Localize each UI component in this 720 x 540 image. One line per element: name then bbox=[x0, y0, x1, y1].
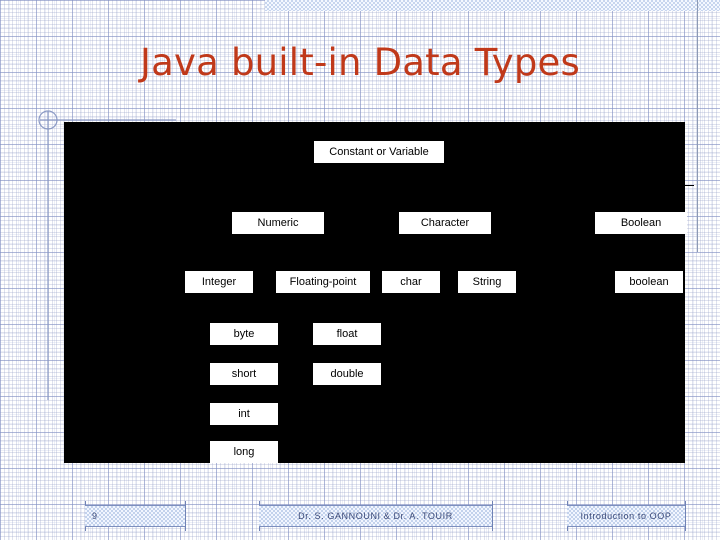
data-types-diagram: Constant or Variable Numeric Character B… bbox=[64, 122, 694, 463]
node-label: short bbox=[231, 368, 257, 380]
node-short: short bbox=[210, 363, 278, 385]
course-text: Introduction to OOP bbox=[580, 511, 672, 521]
node-label: byte bbox=[233, 328, 255, 340]
page-number-text: 9 bbox=[92, 511, 98, 521]
node-integer: Integer bbox=[185, 271, 253, 293]
page-title: Java built-in Data Types bbox=[140, 40, 580, 84]
connector-character-up bbox=[381, 185, 382, 212]
node-constant-or-variable: Constant or Variable bbox=[314, 141, 444, 163]
right-vertical-rule bbox=[697, 0, 698, 252]
node-boolean-primitive: boolean bbox=[615, 271, 683, 293]
node-double: double bbox=[313, 363, 381, 385]
node-label: double bbox=[330, 368, 364, 380]
node-float: float bbox=[313, 323, 381, 345]
node-label: Integer bbox=[201, 276, 237, 288]
authors-text: Dr. S. GANNOUNI & Dr. A. TOUIR bbox=[298, 511, 453, 521]
node-label: Floating-point bbox=[289, 276, 357, 288]
connector-numeric-down bbox=[214, 234, 215, 252]
footer-tick bbox=[185, 501, 186, 531]
footer-tick bbox=[685, 501, 686, 531]
node-boolean-category: Boolean bbox=[595, 212, 687, 234]
node-byte: byte bbox=[210, 323, 278, 345]
node-label: char bbox=[400, 276, 422, 288]
node-floating-point: Floating-point bbox=[276, 271, 370, 293]
footer-page-number: 9 bbox=[85, 505, 185, 527]
node-label: Numeric bbox=[257, 217, 299, 229]
node-int: int bbox=[210, 403, 278, 425]
footer-course: Introduction to OOP bbox=[567, 505, 685, 527]
footer-tick bbox=[492, 501, 493, 531]
node-label: float bbox=[336, 328, 358, 340]
node-label: boolean bbox=[629, 276, 669, 288]
connector-boolean-up bbox=[659, 185, 660, 212]
node-label: long bbox=[233, 446, 255, 458]
connector-numeric-bus bbox=[154, 252, 334, 253]
node-label: String bbox=[472, 276, 502, 288]
top-decorative-band bbox=[265, 0, 720, 11]
node-label: Character bbox=[420, 217, 470, 229]
node-character: Character bbox=[399, 212, 491, 234]
connector-numeric-up bbox=[214, 185, 215, 212]
node-label: int bbox=[238, 408, 250, 420]
node-label: Constant or Variable bbox=[329, 146, 429, 158]
node-label: Boolean bbox=[620, 217, 662, 229]
node-char: char bbox=[382, 271, 440, 293]
node-long: long bbox=[210, 441, 278, 463]
connector-root-down bbox=[379, 163, 380, 185]
connector-level2-bus bbox=[214, 185, 694, 186]
footer-authors: Dr. S. GANNOUNI & Dr. A. TOUIR bbox=[259, 505, 492, 527]
node-numeric: Numeric bbox=[232, 212, 324, 234]
node-string: String bbox=[458, 271, 516, 293]
